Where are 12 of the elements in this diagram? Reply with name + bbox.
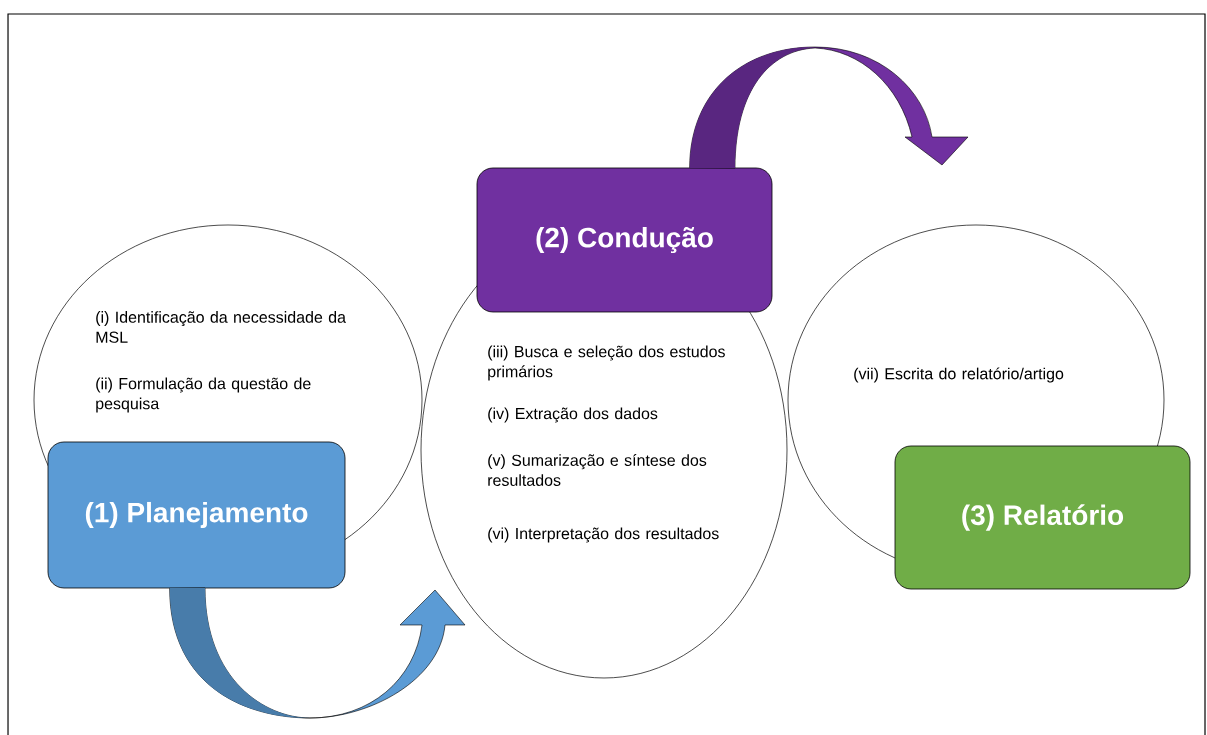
step-text: (iii) Busca e seleção dos estudos primários: [488, 345, 725, 381]
curved-arrow: [169, 587, 466, 719]
step-text: (vi) Interpretação dos resultados: [488, 527, 719, 543]
step-text: (ii) Formulação da questão de pesquisa: [96, 377, 311, 413]
step-text: (i) Identificação da necessidade da MSL: [96, 311, 346, 343]
phase-box: (1) Planejamento: [47, 441, 346, 589]
step-text: (vii) Escrita do relatório/artigo: [854, 367, 1064, 383]
step-text: (v) Sumarização e síntese dos resultados: [488, 454, 707, 486]
curved-arrow: [689, 46, 969, 169]
phase-box: (3) Relatório: [894, 445, 1191, 590]
phase-box: (2) Condução: [476, 167, 773, 313]
step-text: (iv) Extração dos dados: [488, 407, 658, 423]
